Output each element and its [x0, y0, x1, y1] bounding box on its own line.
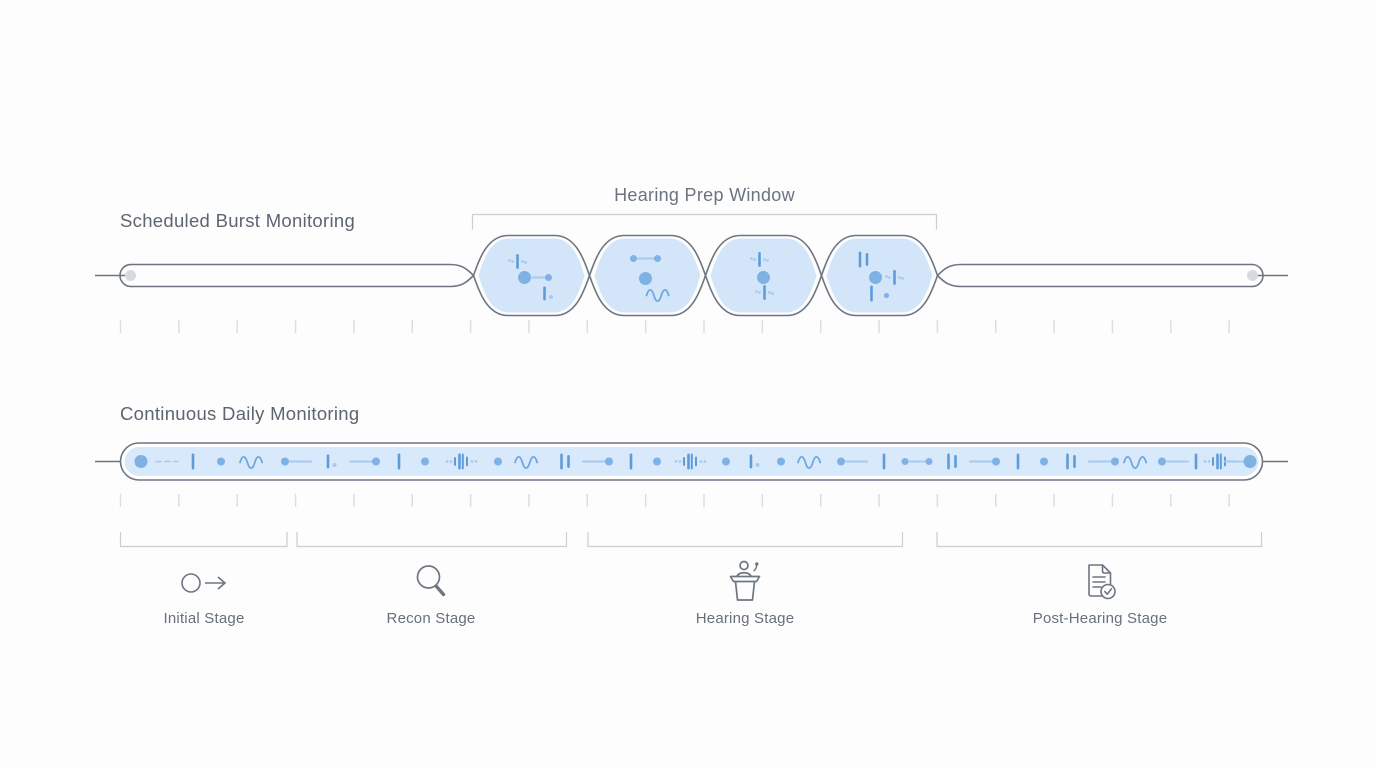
- stage-label: Initial Stage: [163, 610, 245, 627]
- stage-item-hearing: Hearing Stage: [635, 558, 855, 627]
- burst-tick-row: [119, 320, 1230, 333]
- hearing-stage-bracket: [587, 532, 904, 548]
- podium-icon: [725, 558, 765, 606]
- hearing-prep-window-label: Hearing Prep Window: [614, 185, 795, 205]
- stage-label: Hearing Stage: [695, 610, 795, 627]
- hearing-prep-bracket: [471, 213, 938, 230]
- burst-timeline: [95, 213, 1288, 333]
- stage-item-recon: Recon Stage: [321, 558, 541, 627]
- daily-tick-row: [119, 494, 1230, 507]
- burst-timeline-outline: [119, 234, 1264, 317]
- stage-item-initial: Initial Stage: [94, 558, 314, 627]
- burst-window-fill: [478, 238, 585, 313]
- daily-timeline: [95, 442, 1288, 507]
- daily-monitoring-title: Continuous Daily Monitoring: [120, 403, 360, 424]
- stage-item-post-hearing: Post-Hearing Stage: [990, 558, 1210, 627]
- post-hearing-stage-bracket: [936, 532, 1263, 548]
- burst-pill-left-cap: [119, 263, 132, 288]
- burst-pill-right-cap: [1251, 263, 1264, 288]
- stage-brackets: [119, 532, 1263, 548]
- burst-end-dot: [1247, 270, 1258, 281]
- daily-glyph-stream: [134, 453, 1257, 470]
- stage-label: Recon Stage: [386, 610, 476, 627]
- document-check-icon: [1080, 558, 1120, 606]
- burst-start-dot: [125, 270, 136, 281]
- recon-stage-bracket: [296, 532, 568, 548]
- magnifier-icon: [414, 558, 448, 606]
- stage-label: Post-Hearing Stage: [1032, 610, 1168, 627]
- initial-stage-bracket: [119, 532, 288, 548]
- burst-window-glyphs: [508, 251, 904, 303]
- circle-arrow-icon: [180, 558, 228, 606]
- burst-monitoring-title: Scheduled Burst Monitoring: [120, 210, 356, 231]
